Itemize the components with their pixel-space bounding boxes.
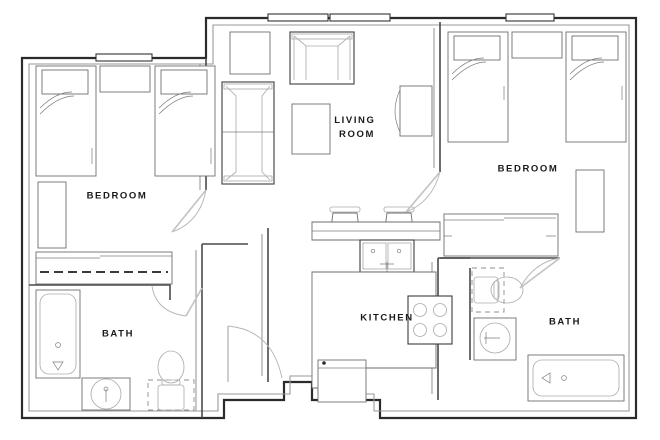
vanity-sink-right <box>473 317 517 361</box>
window-bedroom-right <box>505 13 555 22</box>
bathtub-left <box>35 289 81 379</box>
toilet-right <box>471 267 524 313</box>
desk-right <box>443 213 559 257</box>
desk-left <box>35 251 173 285</box>
nightstand-right <box>511 31 563 59</box>
bed-1 <box>35 65 97 177</box>
window-bedroom-left <box>95 53 153 62</box>
living-room-furniture <box>221 31 433 185</box>
bath-left-fixtures <box>35 289 195 411</box>
cooktop <box>407 295 453 345</box>
bath-right-door <box>519 257 561 289</box>
bedroom-left-furniture <box>35 65 216 285</box>
bedroom-left-door <box>171 189 207 233</box>
bath-right-fixtures <box>471 267 625 402</box>
living-room-label-line-1: LIVING <box>334 115 375 126</box>
bed-4 <box>565 31 627 143</box>
bedroom-right-door <box>405 171 441 213</box>
kitchen-fixtures <box>311 206 453 403</box>
bed-2 <box>154 65 216 177</box>
window-living-1 <box>267 13 329 22</box>
tv-console <box>394 85 433 137</box>
door-group <box>151 171 561 382</box>
coffee-table <box>291 103 331 155</box>
sofa <box>221 81 275 185</box>
room-label-bedroom-left: BEDROOM <box>87 191 148 202</box>
dishwasher <box>317 359 367 403</box>
room-label-kitchen: KITCHEN <box>360 313 413 324</box>
kitchen-sink <box>359 239 415 273</box>
side-table <box>229 31 271 75</box>
bed-3 <box>447 31 509 143</box>
window-group <box>95 13 555 62</box>
window-living-2 <box>329 13 391 22</box>
bathtub-right <box>527 354 625 402</box>
dresser-right <box>575 169 605 233</box>
bath-left-door <box>151 285 203 317</box>
armchair <box>289 31 355 85</box>
bedroom-right-furniture <box>443 31 627 257</box>
room-label-bath-right: BATH <box>549 317 581 328</box>
room-label-bath-left: BATH <box>102 329 134 340</box>
nightstand-left <box>99 65 151 93</box>
vanity-sink-left <box>81 377 131 411</box>
entry-door <box>227 325 283 382</box>
toilet-left <box>147 350 195 411</box>
room-label-bedroom-right: BEDROOM <box>498 164 559 175</box>
living-room-label-line-2: ROOM <box>339 129 375 140</box>
room-labels: BEDROOM LIVING ROOM BEDROOM BATH KITCHEN… <box>87 115 581 340</box>
room-label-living-room: LIVING ROOM <box>334 115 380 140</box>
dresser-left <box>37 181 67 249</box>
